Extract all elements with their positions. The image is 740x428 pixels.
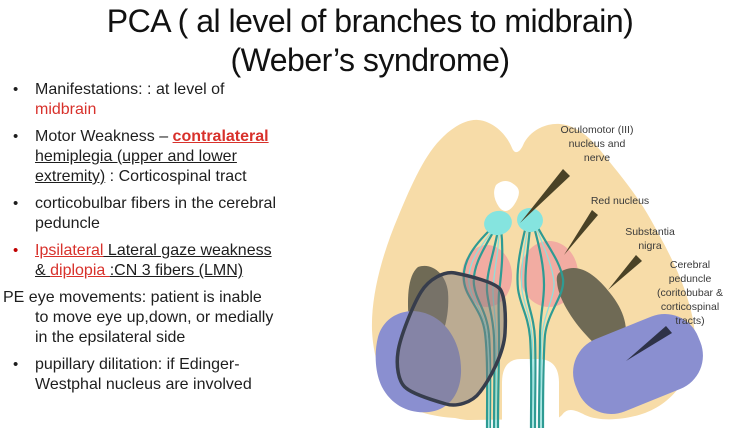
list-item: • pupillary dilitation: if Edinger- Westp… — [0, 355, 352, 395]
oculomotor-nucleus-right — [517, 207, 543, 233]
list-item: PE eye movements: patient is inable to m… — [0, 288, 352, 348]
bullet-marker: • — [13, 242, 19, 259]
text-segment: Ipsilateral — [35, 242, 104, 259]
bullet-marker: • — [13, 195, 19, 212]
text-segment: midbrain — [35, 101, 97, 118]
text-segment: hemiplegia (upper and lower extremity) — [35, 148, 237, 185]
bullet-marker: • — [13, 128, 19, 145]
lesion-outline — [395, 270, 508, 407]
bullet-marker: • — [13, 356, 19, 373]
label-red-nucleus: Red nucleus — [590, 195, 650, 207]
midbrain-diagram — [371, 119, 703, 428]
text-segment: Lateral gaze weakness — [103, 242, 272, 259]
slide-title-line1: PCA ( al level of branches to midbrain) — [106, 3, 634, 39]
text-segment: corticobulbar fibers in the cerebral ped… — [35, 195, 277, 232]
list-item: • Ipsilateral Lateral gaze weakness & dip… — [0, 241, 352, 281]
oculomotor-nucleus-left — [484, 210, 512, 236]
text-segment: diplopia — [50, 262, 110, 279]
slide-title-line2: (Weber’s syndrome) — [230, 42, 510, 78]
text-segment: Manifestations: : at level of — [35, 81, 225, 98]
label-oculomotor-nucleus: Oculomotor (III) nucleus and nerve — [560, 124, 634, 164]
cerebral-aqueduct — [494, 180, 519, 212]
text-segment: Motor Weakness – — [35, 128, 173, 145]
midbrain-figure: Oculomotor (III) nucleus and nerve Red n… — [368, 95, 740, 428]
list-item: • Manifestations: : at level of midbrain — [0, 80, 352, 120]
label-substantia-nigra: Substantia nigra — [625, 226, 675, 252]
text-segment: : Corticospinal tract — [105, 168, 247, 185]
cerebral-peduncle-right — [573, 313, 703, 415]
text-segment: PE eye movements: patient is inable to m… — [3, 289, 274, 346]
text-segment: :CN 3 fibers (LMN) — [109, 262, 244, 279]
text-segment: contralateral — [172, 128, 269, 145]
bullet-list: •Manifestations: : at level of midbrain•… — [0, 80, 352, 402]
pointer-substantia-nigra — [608, 255, 642, 290]
list-item: • Motor Weakness – contralateral hemipleg… — [0, 127, 352, 187]
text-segment: pupillary dilitation: if Edinger- Westph… — [35, 356, 252, 393]
bullet-marker: • — [13, 81, 19, 98]
pointer-cerebral-peduncle — [626, 326, 672, 361]
substantia-nigra-right — [556, 267, 626, 351]
oculomotor-fibers-right — [516, 224, 565, 428]
list-item: • corticobulbar fibers in the cerebral pe… — [0, 194, 352, 234]
text-segment: & — [35, 262, 51, 279]
pointer-red-nucleus — [564, 210, 598, 255]
pointer-oculomotor — [520, 169, 570, 223]
label-cerebral-peduncle: Cerebral peduncle (coritobubar & cortico… — [657, 259, 723, 327]
slide-title: PCA ( al level of branches to midbrain) … — [0, 2, 740, 80]
